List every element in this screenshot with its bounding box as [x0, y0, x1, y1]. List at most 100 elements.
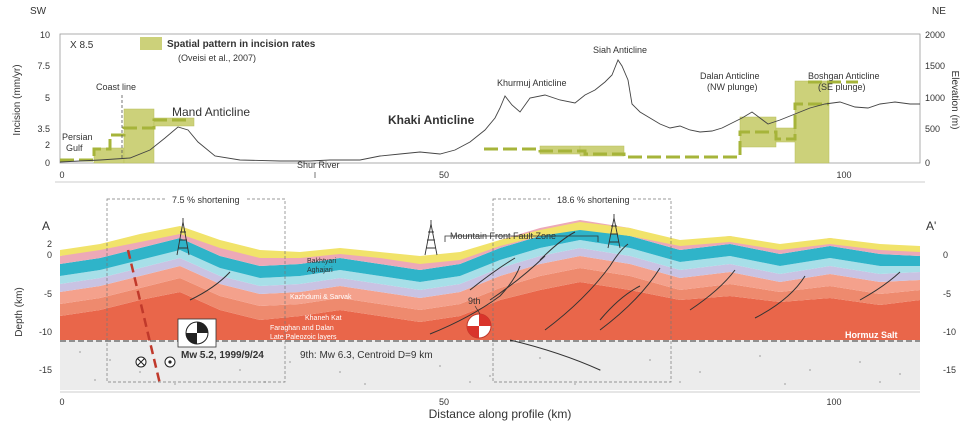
layer-label: Aghajari — [307, 267, 333, 274]
left-tick-label: 2 — [45, 140, 50, 150]
section-label-a-prime: A' — [926, 219, 936, 233]
layer-khaneh — [60, 256, 920, 310]
depth-right-axis: 0 -5 -10 -15 — [943, 250, 956, 375]
left-tick-label: 5 — [45, 93, 50, 103]
left-tick-label: 7.5 — [37, 61, 50, 71]
depth-tick-label: 0 — [943, 250, 948, 260]
incision-box-8 — [794, 80, 830, 164]
layer-kazhdumi — [60, 228, 920, 282]
quake-2-label: 9th: Mw 6.3, Centroid D=9 km — [300, 350, 433, 361]
thrust-faults — [189, 231, 901, 371]
incision-right-axis: 2000 1500 1000 500 0 — [925, 30, 945, 168]
incision-x-axis: 0 50 100 — [59, 170, 851, 180]
dalan-anticline-sublabel: (NW plunge) — [707, 82, 758, 92]
shortening-box-1 — [106, 198, 286, 383]
derrick-icon — [176, 218, 190, 256]
dalan-anticline-label: Dalan Anticline — [700, 71, 760, 81]
derrick-icon — [424, 220, 438, 256]
slip-into-icon — [135, 356, 147, 368]
layer-label: Faraghan and Dalan — [270, 325, 334, 332]
top-x-tick-label: 50 — [439, 170, 449, 180]
khaki-anticline-label: Khaki Anticline — [388, 113, 475, 127]
shortening-label-bg-1 — [165, 194, 245, 206]
depth-tick-label: 2 — [47, 239, 52, 249]
fault-zone-label: Mountain Front Fault Zone — [450, 231, 556, 241]
layer-cyan-light — [60, 240, 920, 290]
mand-anticline-label: Mand Anticline — [172, 105, 250, 119]
derrick-icon — [607, 214, 621, 249]
layer-paleozoic — [60, 282, 920, 340]
legend-citation: (Oveisi et al., 2007) — [178, 53, 256, 63]
hormuz-salt — [820, 318, 920, 340]
shur-river-label: Shur River — [297, 160, 340, 170]
right-tick-label: 2000 — [925, 30, 945, 40]
section-label-a: A — [42, 219, 50, 233]
shortening-label-2: 18.6 % shortening — [557, 195, 630, 205]
layer-bakhtyari — [60, 222, 920, 264]
layer-label: Bakhtyari — [307, 258, 337, 265]
depth-tick-label: -10 — [39, 327, 52, 337]
basement — [60, 340, 920, 390]
topography-line — [59, 59, 920, 163]
shortening-label-1: 7.5 % shortening — [172, 195, 240, 205]
ne-label: NE — [932, 6, 946, 17]
elevation-axis-title: Elevation (m) — [949, 71, 960, 130]
depth-tick-label: 0 — [47, 250, 52, 260]
quake-2-tag: 9th — [468, 296, 481, 306]
depth-axis-title: Depth (km) — [14, 287, 25, 336]
layer-lavender — [60, 248, 920, 298]
persian-gulf-label-2: Gulf — [66, 143, 83, 153]
right-tick-label: 1500 — [925, 61, 945, 71]
shortening-box-2 — [492, 198, 672, 383]
left-tick-label: 3.5 — [37, 124, 50, 134]
layer-label: Khaneh Kat — [305, 315, 342, 322]
bottom-x-tick-label: 0 — [59, 397, 64, 407]
distance-axis-title: Distance along profile (km) — [429, 407, 572, 421]
slip-out-icon — [164, 356, 176, 368]
layer-label: Late Paleozoic layers — [270, 334, 337, 341]
boshgan-anticline-sublabel: (SE plunge) — [818, 82, 866, 92]
depth-tick-label: -15 — [943, 365, 956, 375]
reverse-fault-red — [126, 249, 162, 385]
bottom-x-tick-label: 100 — [826, 397, 841, 407]
khurmuj-anticline-label: Khurmuj Anticline — [497, 78, 567, 88]
boshgan-anticline-label: Boshgan Anticline — [808, 71, 880, 81]
bottom-x-tick-label: 50 — [439, 397, 449, 407]
basement-dots — [79, 351, 901, 385]
quake-1-label: Mw 5.2, 1999/9/24 — [181, 350, 264, 361]
depth-left-axis: 2 0 -5 -10 -15 — [39, 239, 52, 375]
siah-anticline-label: Siah Anticline — [593, 45, 647, 55]
hormuz-salt-label: Hormuz Salt — [845, 330, 898, 340]
right-tick-label: 500 — [925, 124, 940, 134]
left-tick-label: 10 — [40, 30, 50, 40]
incision-axis-title: Incision (mm/yr) — [12, 64, 23, 135]
depth-tick-label: -15 — [39, 365, 52, 375]
cross-section-panel: 7.5 % shortening 18.6 % shortening Mount… — [14, 194, 956, 421]
sw-label: SW — [30, 6, 47, 17]
layer-label: Kazhdumi & Sarvak — [290, 294, 352, 301]
coast-line-label: Coast line — [96, 82, 136, 92]
incision-box-3 — [153, 117, 195, 127]
layer-faraghan — [60, 268, 920, 322]
top-x-tick-label: 100 — [836, 170, 851, 180]
incision-box-2 — [123, 108, 155, 164]
fault-zone-bracket — [444, 235, 599, 242]
right-tick-label: 1000 — [925, 93, 945, 103]
focal-mechanism-icon — [466, 313, 492, 339]
right-tick-label: 0 — [925, 158, 930, 168]
incision-rate-line — [60, 102, 829, 162]
bottom-x-axis: 0 50 100 — [59, 397, 841, 407]
top-x-tick-label: 0 — [59, 170, 64, 180]
depth-tick-label: -5 — [943, 289, 951, 299]
left-tick-label: 0 — [45, 158, 50, 168]
focal-mechanism-icon — [177, 318, 217, 348]
strata — [60, 220, 920, 340]
legend-title: Spatial pattern in incision rates — [167, 39, 316, 50]
incision-panel-frame — [59, 33, 921, 164]
incision-left-axis: 10 7.5 5 3.5 2 0 — [37, 30, 50, 168]
incision-panel: 10 7.5 5 3.5 2 0 2000 1500 1000 500 0 0 … — [12, 6, 960, 180]
persian-gulf-label: Persian — [62, 132, 93, 142]
legend-swatch — [140, 37, 162, 50]
